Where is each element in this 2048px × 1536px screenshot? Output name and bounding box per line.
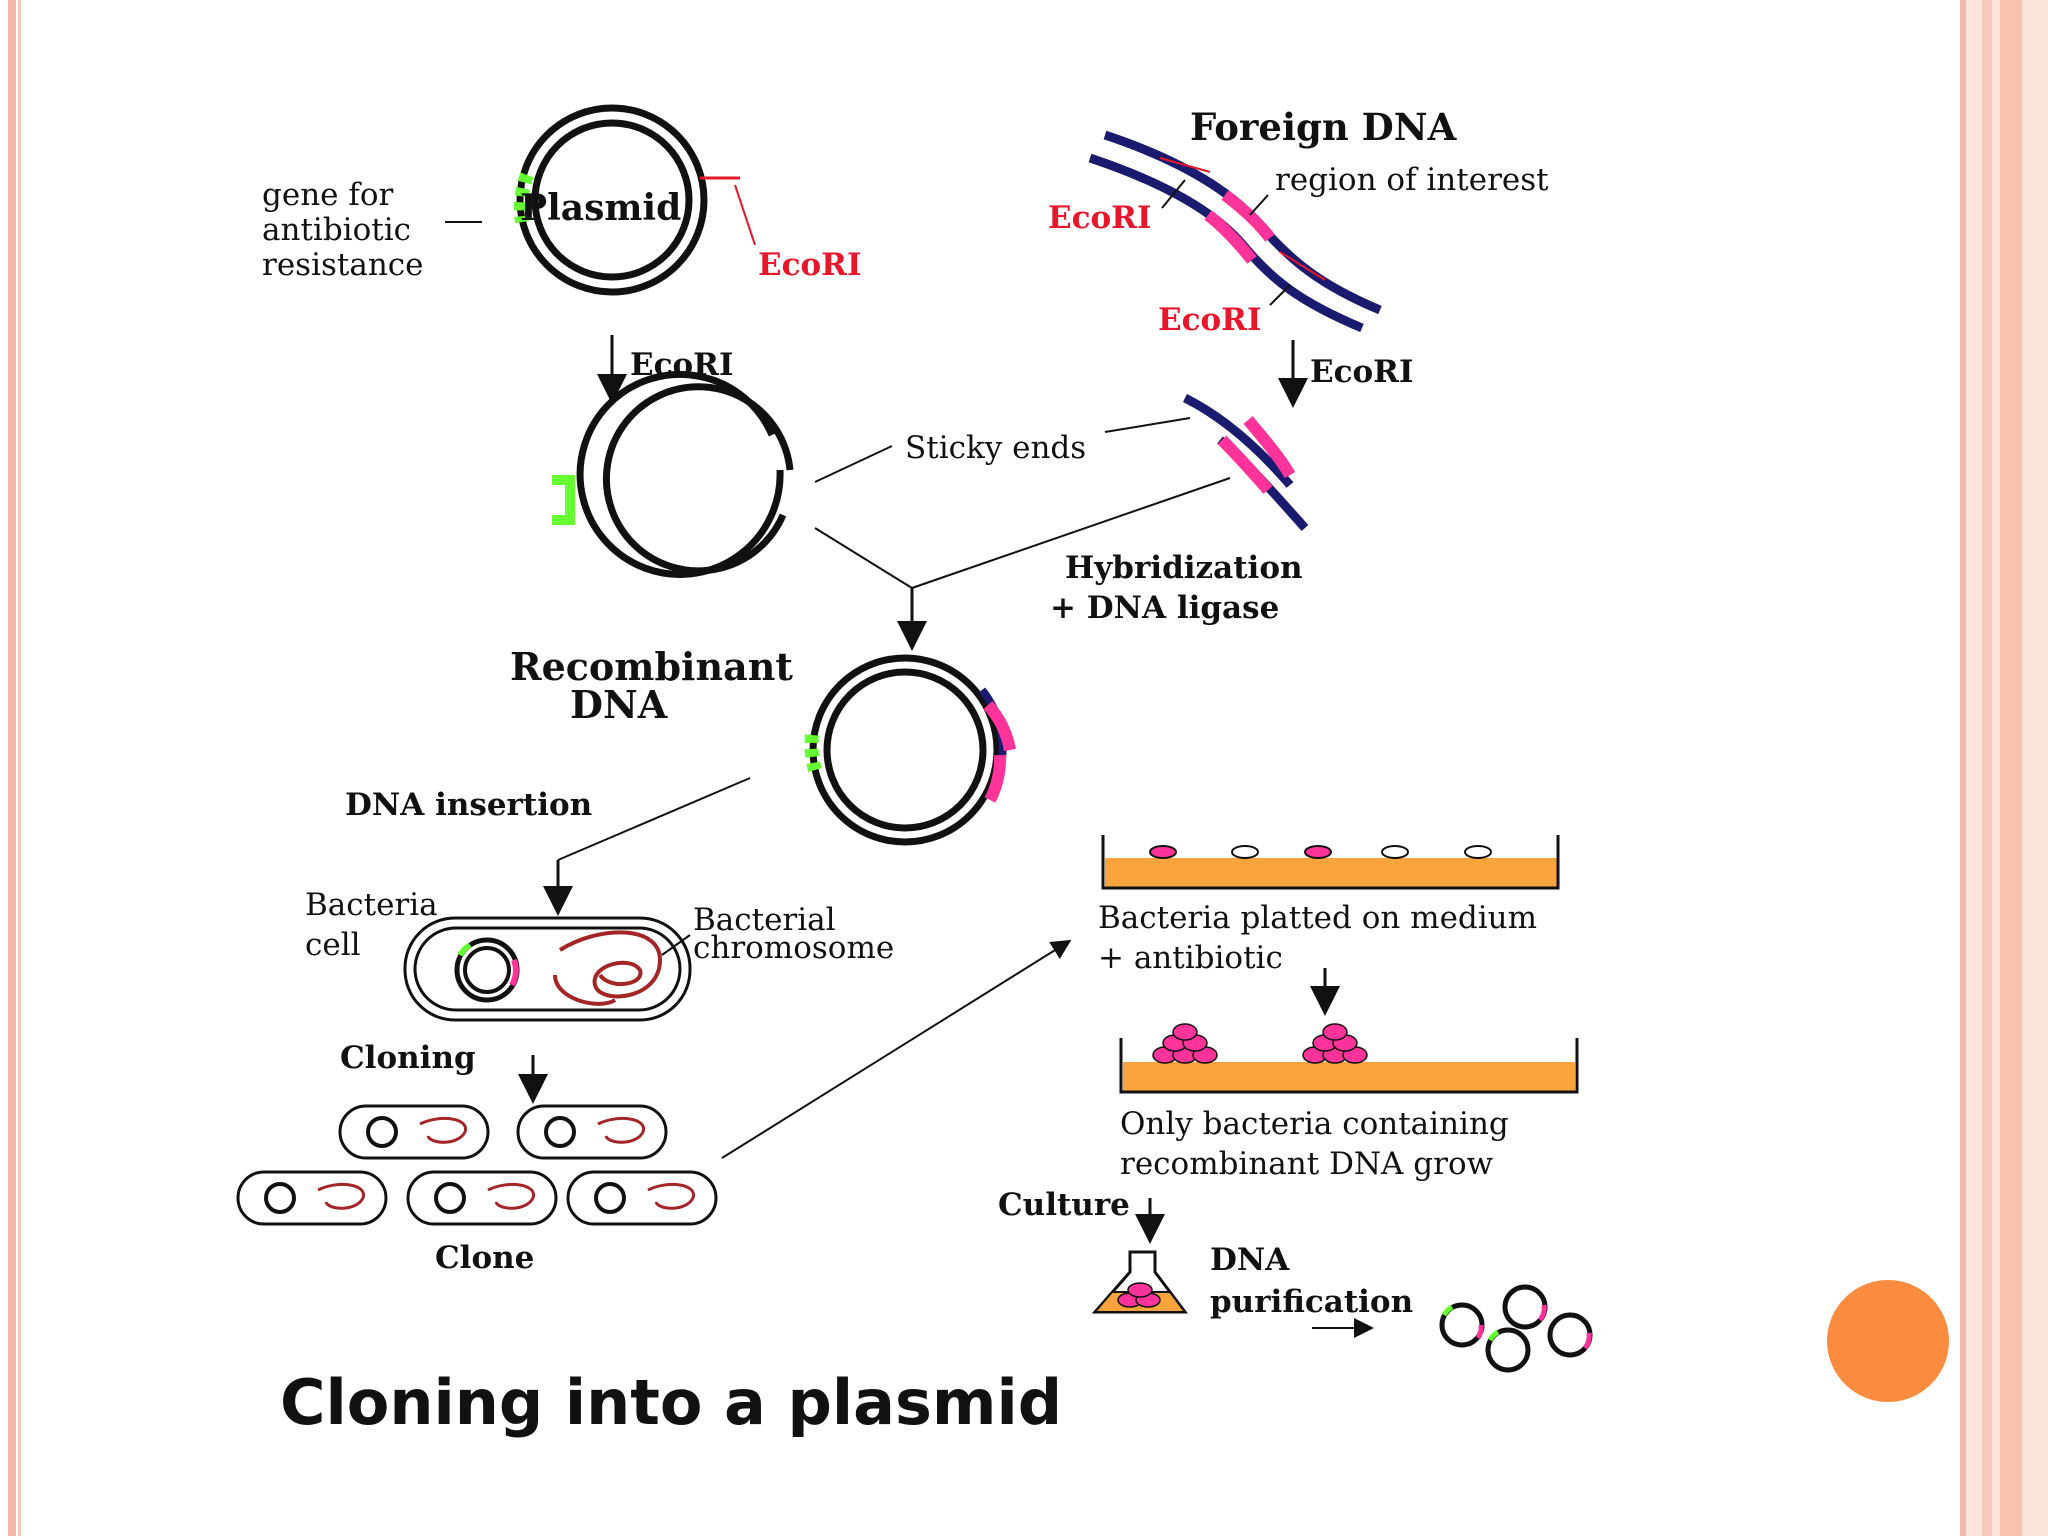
- cut-foreign-fragment: [1182, 393, 1309, 531]
- bacteria-cell: [403, 916, 692, 1022]
- chromosome-label-line2: chromosome: [693, 930, 894, 966]
- gene-label-line1: gene for: [262, 177, 393, 213]
- bacteria-cell-label-line1: Bacteria: [305, 887, 438, 923]
- region-pointer: [1249, 194, 1269, 216]
- cloning-label: Cloning: [340, 1040, 476, 1076]
- left-border: [8, 0, 16, 1536]
- clone-label: Clone: [435, 1240, 534, 1276]
- plasmid-diagram: [513, 104, 756, 296]
- purified-plasmids: [1439, 1284, 1593, 1373]
- cut-plasmid: [552, 370, 794, 578]
- ecori-cut-foreign-label: EcoRI: [1310, 354, 1413, 390]
- only-bacteria-label-line2: recombinant DNA grow: [1120, 1146, 1494, 1182]
- right-decoration-line: [2000, 0, 2022, 1536]
- clone-cells: [236, 1104, 718, 1226]
- plated-label-line2: + antibiotic: [1098, 940, 1283, 976]
- sticky-pointer-left: [814, 445, 893, 483]
- recombinant-plasmid: [804, 654, 1016, 846]
- culture-label: Culture: [998, 1187, 1130, 1223]
- plate-medium: [1101, 835, 1560, 890]
- purification-label-line2: purification: [1210, 1284, 1413, 1320]
- chromosome-label-line1: Bacterial: [693, 902, 836, 938]
- ecori-plasmid-label: EcoRI: [758, 247, 861, 283]
- foreign-dna-label: Foreign DNA: [1190, 105, 1458, 149]
- culture-flask: [1091, 1250, 1188, 1314]
- gene-label-line3: resistance: [262, 247, 424, 283]
- only-bacteria-label-line1: Only bacteria containing: [1120, 1106, 1509, 1142]
- hybridization-label-line1: Hybridization: [1065, 550, 1303, 586]
- arrow-to-plating: [721, 939, 1072, 1159]
- region-of-interest-label: region of interest: [1275, 162, 1549, 198]
- foreign-dna-strand: [1088, 130, 1382, 333]
- recombinant-label-line1: Recombinant: [510, 644, 793, 689]
- join-line-right: [911, 477, 1231, 589]
- accent-circle: [1827, 1280, 1949, 1402]
- diagram-title: Cloning into a plasmid: [280, 1366, 1063, 1439]
- ecori-foreign-label-1: EcoRI: [1048, 200, 1151, 236]
- purification-label-line1: DNA: [1210, 1242, 1290, 1278]
- hybridization-label-line2: + DNA ligase: [1050, 590, 1279, 626]
- right-decoration-line: [1982, 0, 1992, 1536]
- ecori-foreign-label-2: EcoRI: [1158, 302, 1261, 338]
- dna-insertion-label: DNA insertion: [345, 787, 592, 823]
- plate-grown-colonies: [1119, 1023, 1579, 1094]
- plated-label-line1: Bacteria platted on medium: [1098, 900, 1537, 936]
- right-decoration-line: [1960, 0, 1966, 1536]
- sticky-ends-label: Sticky ends: [905, 430, 1086, 466]
- sticky-pointer-right: [1104, 417, 1191, 433]
- join-line-left: [814, 527, 913, 589]
- left-border-inner: [18, 0, 21, 1536]
- chromosome-pointer: [661, 934, 691, 956]
- recombinant-label-line2: DNA: [570, 682, 668, 727]
- insertion-line: [557, 777, 751, 861]
- bacteria-cell-label-line2: cell: [305, 927, 361, 963]
- ecori-pointer-1: [1161, 179, 1186, 209]
- ecori-pointer-2: [1269, 284, 1291, 306]
- plasmid-label: Plasmid: [520, 187, 681, 229]
- gene-label-line2: antibiotic: [262, 212, 411, 248]
